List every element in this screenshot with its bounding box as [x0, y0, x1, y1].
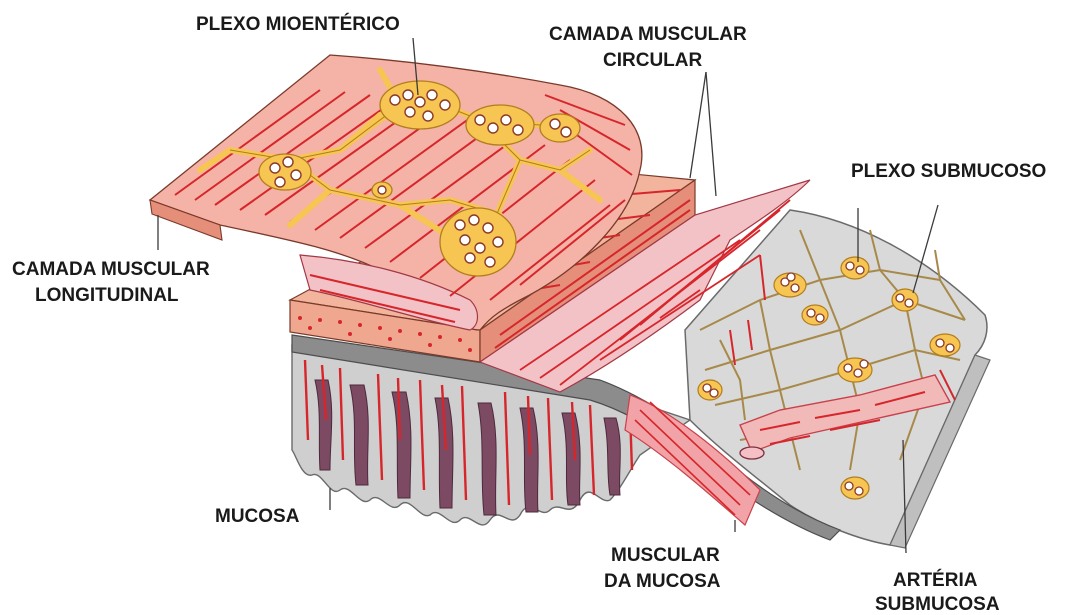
label-muscular-mucosa-line1: MUSCULAR [611, 545, 720, 566]
label-plexo-mioenterico: PLEXO MIOENTÉRICO [196, 13, 400, 35]
label-muscular-mucosa-line2: DA MUCOSA [604, 571, 721, 592]
label-plexo-submucoso: PLEXO SUBMUCOSO [851, 161, 1046, 182]
label-arteria-line2: SUBMUCOSA [875, 594, 1000, 615]
label-camada-longitudinal-line1: CAMADA MUSCULAR [12, 259, 210, 280]
label-mucosa: MUCOSA [215, 506, 300, 527]
label-camada-longitudinal-line2: LONGITUDINAL [35, 285, 179, 306]
label-camada-circular-line2: CIRCULAR [603, 50, 702, 71]
label-camada-circular-line1: CAMADA MUSCULAR [549, 24, 747, 45]
label-arteria-line1: ARTÉRIA [893, 569, 978, 591]
